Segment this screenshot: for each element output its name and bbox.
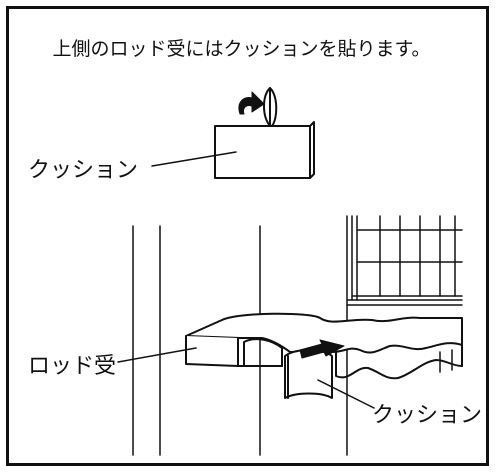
diagram-frame [6, 6, 489, 466]
wall-lines [132, 225, 261, 456]
push-arrow-icon [299, 339, 345, 359]
cushion-label-bottom: クッション [372, 403, 483, 428]
cushion-in-notch [284, 349, 333, 399]
cushion-top-leader [151, 151, 237, 167]
cushion-label-top: クッション [28, 158, 139, 183]
peel-arrow-icon [238, 91, 265, 115]
rod-holder-label: ロッド受 [28, 354, 117, 379]
instruction-title: 上側のロッド受にはクッションを貼ります。 [52, 38, 431, 60]
window-frame [346, 215, 463, 456]
rod-holder-illustration [185, 312, 463, 399]
cushion-bottom-leader [317, 379, 375, 409]
cushion-pad-illustration [214, 87, 315, 179]
rod-holder-leader [117, 347, 197, 363]
